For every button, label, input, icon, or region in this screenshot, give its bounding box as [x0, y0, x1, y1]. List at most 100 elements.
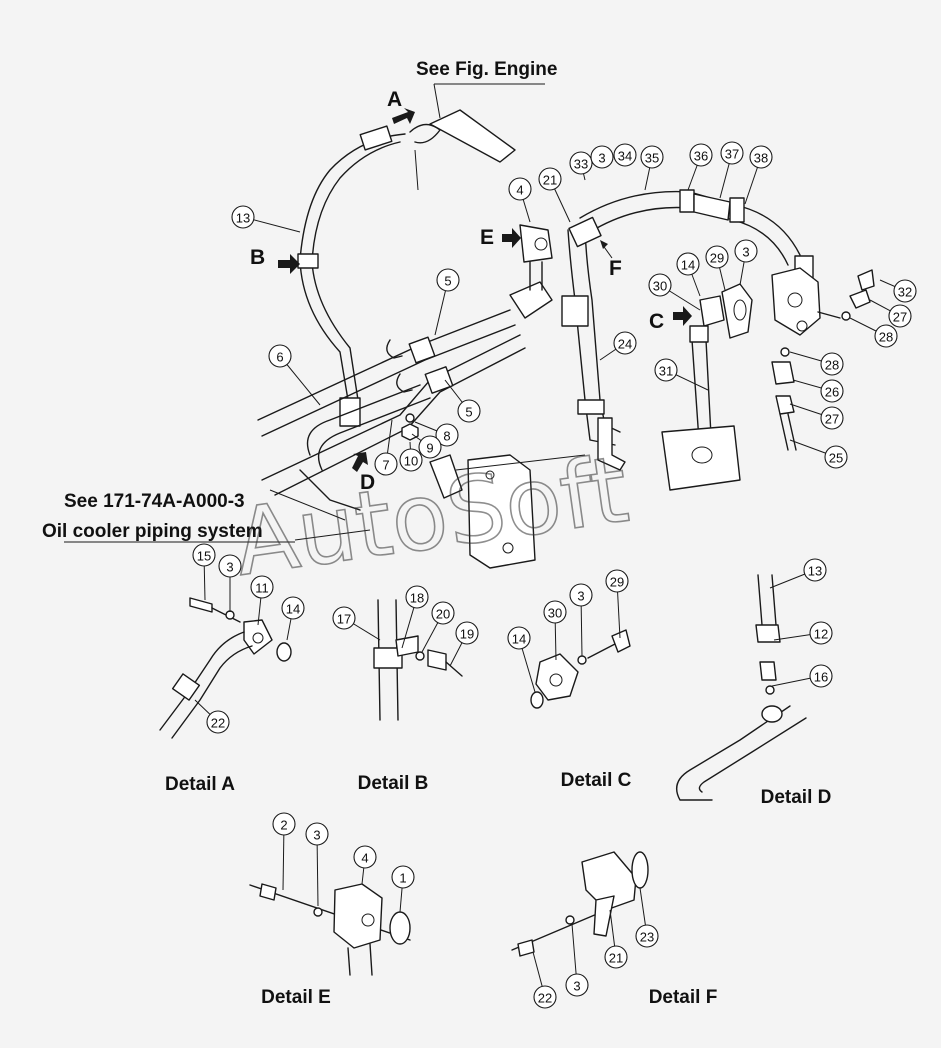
- gasket-23: [631, 851, 649, 889]
- pipe-6: [261, 334, 521, 481]
- reference-engine: See Fig. Engine: [416, 59, 557, 80]
- hose-clamp-a: [409, 123, 441, 144]
- arrow-a-label: A: [387, 88, 402, 111]
- oring-28: [841, 311, 851, 321]
- callout-number: 10: [404, 454, 418, 469]
- callout-number: 16: [814, 670, 828, 685]
- pipe-22-outline: [171, 645, 253, 739]
- oring-16: [765, 685, 775, 695]
- callout-leader: [316, 833, 319, 907]
- callout-number: 21: [609, 951, 623, 966]
- clip-lower: [396, 373, 413, 393]
- callout-circle: [605, 569, 629, 593]
- bracket-4e: [333, 883, 383, 949]
- block-f: [581, 851, 637, 911]
- callout-number: 30: [548, 606, 562, 621]
- reference-piping-code: See 171-74A-A000-3: [64, 491, 245, 512]
- gasket-14a: [276, 642, 292, 662]
- nut-27: [849, 289, 871, 309]
- hose-24-fitting: [561, 295, 589, 327]
- flange-11: [243, 619, 273, 655]
- bolt-19-head: [427, 649, 447, 671]
- hose-24: [567, 229, 616, 446]
- hose-13-outline: [311, 141, 401, 401]
- callout-circle: [206, 710, 230, 734]
- callout-circle: [268, 344, 292, 368]
- bolt-15: [189, 597, 213, 613]
- callout-number: 4: [361, 851, 368, 866]
- flange-29: [721, 283, 753, 339]
- callout-number: 32: [898, 285, 912, 300]
- callout-circle: [353, 845, 377, 869]
- pipe-d-outline: [698, 717, 807, 793]
- callout-circle: [820, 379, 844, 403]
- callout-number: 14: [286, 602, 300, 617]
- hose-13-fitting: [359, 125, 393, 151]
- callout-circle: [272, 812, 296, 836]
- clip-upper: [386, 339, 403, 359]
- callout-circle: [654, 358, 678, 382]
- callout-circle: [893, 279, 917, 303]
- arrow-b-label: B: [250, 246, 265, 269]
- callout-number: 20: [436, 607, 450, 622]
- callout-circle: [399, 448, 423, 472]
- detail-c-drawing: [530, 629, 631, 709]
- callout-circle: [405, 585, 429, 609]
- detail-e-title: Detail E: [261, 987, 331, 1008]
- clamp-tab: [395, 635, 419, 657]
- callout-number: 31: [659, 364, 673, 379]
- callout-circle: [613, 143, 637, 167]
- bolt-22f-head: [517, 939, 535, 957]
- pipe-d: [676, 705, 791, 801]
- callout-circle: [391, 865, 415, 889]
- callout-circle: [569, 151, 593, 175]
- bracket-4: [519, 224, 553, 263]
- callout-circle: [874, 324, 898, 348]
- union-lower: [424, 366, 454, 394]
- callout-circle: [648, 273, 672, 297]
- callout-number: 15: [197, 549, 211, 564]
- callout-number: 23: [640, 930, 654, 945]
- hose-13: [299, 133, 406, 401]
- detail-a-title: Detail A: [165, 774, 235, 795]
- callout-circle: [543, 600, 567, 624]
- detail-a-drawing: [159, 597, 292, 739]
- callout-circle: [431, 601, 455, 625]
- engine-flange: [429, 109, 516, 163]
- callout-circle: [824, 445, 848, 469]
- callout-circle: [374, 452, 398, 476]
- callout-number: 25: [829, 451, 843, 466]
- arrow-f-icon: [600, 240, 608, 249]
- callout-number: 13: [236, 211, 250, 226]
- washer-3e: [313, 907, 323, 917]
- callout-circle: [888, 304, 912, 328]
- callout-number: 3: [577, 589, 584, 604]
- callout-number: 22: [211, 716, 225, 731]
- detail-c-title: Detail C: [561, 770, 632, 791]
- callout-circle: [218, 554, 242, 578]
- callout-number: 37: [725, 147, 739, 162]
- nut-27b: [775, 395, 795, 415]
- washer-3f: [565, 915, 575, 925]
- callout-number: 5: [444, 274, 451, 289]
- callout-circle: [720, 141, 744, 165]
- callout-circle: [538, 167, 562, 191]
- callout-number: 3: [598, 151, 605, 166]
- callout-circle: [305, 822, 329, 846]
- callout-number: 34: [618, 149, 632, 164]
- arrow-c-label: C: [649, 310, 664, 333]
- callout-number: 4: [516, 183, 523, 198]
- callout-number: 21: [543, 173, 557, 188]
- callout-circle: [820, 406, 844, 430]
- gasket-1: [389, 911, 411, 945]
- callout-number: 18: [410, 591, 424, 606]
- detail-b-drawing: [373, 599, 463, 721]
- callout-circle: [689, 143, 713, 167]
- callout-number: 3: [226, 560, 233, 575]
